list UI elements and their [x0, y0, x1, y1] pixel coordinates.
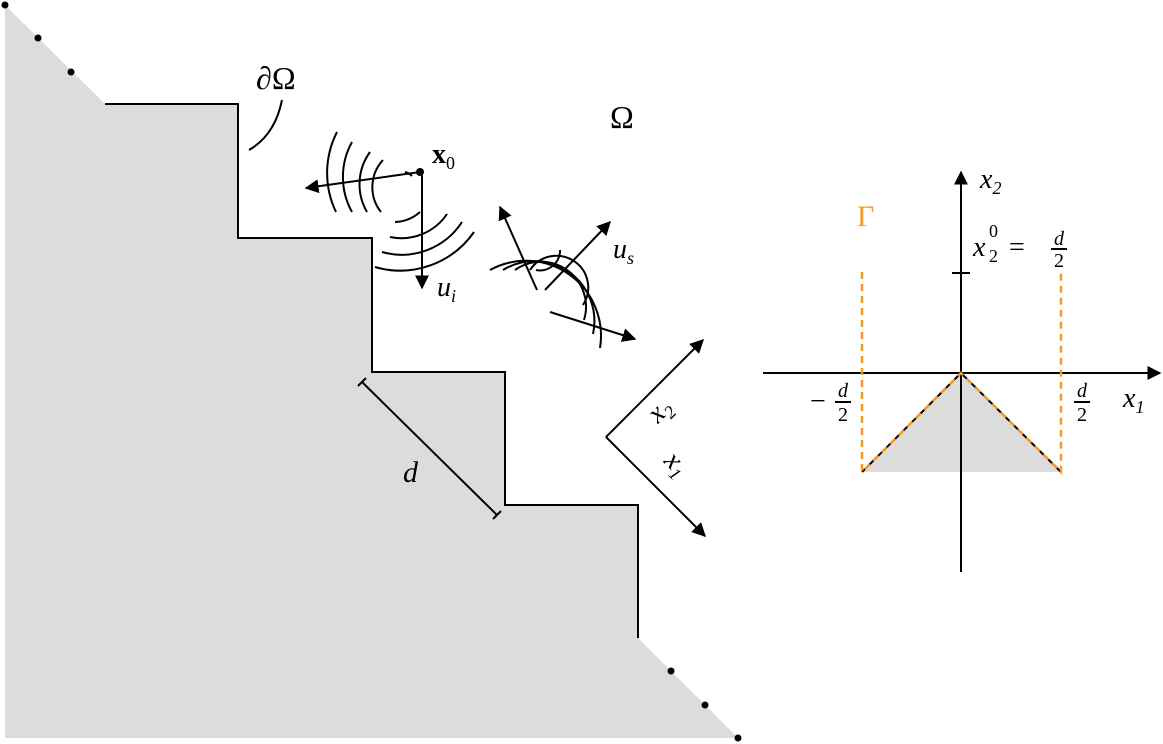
continuation-dots-bottom — [667, 667, 742, 742]
svg-text:2: 2 — [989, 246, 998, 266]
svg-text:2: 2 — [1054, 250, 1064, 272]
svg-text:d: d — [838, 380, 849, 402]
x1-axis-label: x1 — [1122, 383, 1144, 417]
boundary-label: ∂Ω — [256, 60, 296, 96]
gamma-contour — [860, 272, 1063, 476]
minus-half-d-tick-label: − d 2 — [810, 380, 851, 426]
unit-cell-diagram — [763, 170, 1162, 572]
rotated-axis-x1-label: x1 — [655, 444, 695, 484]
staircase-boundary — [105, 103, 639, 638]
scattered-wave-label: us — [613, 234, 634, 268]
domain-label: Ω — [610, 99, 634, 135]
svg-text:d: d — [1054, 228, 1065, 250]
x2-axis-label: x2 — [979, 164, 1001, 198]
incident-wave-label: ui — [437, 272, 456, 306]
step-length-label: d — [403, 456, 419, 489]
incident-wave — [304, 131, 475, 290]
svg-text:−: − — [810, 386, 826, 417]
svg-text:d: d — [1077, 380, 1088, 402]
step-length-marker — [357, 377, 502, 520]
source-height-label: x 0 2 = d 2 — [972, 221, 1067, 272]
svg-text:2: 2 — [1077, 404, 1087, 426]
svg-text:2: 2 — [838, 404, 848, 426]
scattered-wave — [489, 205, 637, 349]
svg-text:=: = — [1009, 232, 1025, 263]
svg-text:x: x — [972, 232, 986, 263]
boundary-pointer — [248, 99, 283, 151]
rotated-axes — [605, 339, 706, 537]
source-point-label: x0 — [432, 139, 455, 173]
gamma-label: Γ — [857, 200, 874, 233]
svg-text:0: 0 — [989, 221, 998, 241]
continuation-dots-top — [1, 1, 75, 76]
staircase-region — [5, 5, 738, 738]
half-d-tick-label: d 2 — [1074, 380, 1090, 426]
